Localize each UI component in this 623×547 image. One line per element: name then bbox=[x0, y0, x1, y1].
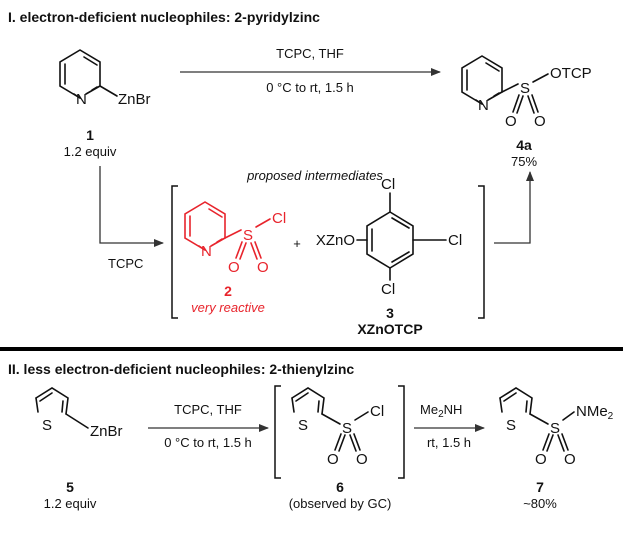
intermediate-2-n-atom: N bbox=[201, 243, 212, 260]
compound-1-equiv: 1.2 equiv bbox=[64, 144, 117, 159]
intermediate-6-o-atom-left: O bbox=[327, 451, 339, 468]
amine-conditions: rt, 1.5 h bbox=[427, 435, 471, 450]
bracket-right-1 bbox=[478, 185, 485, 319]
intermediate-6-s-ring-atom: S bbox=[298, 417, 308, 434]
intermediate-6-note: (observed by GC) bbox=[289, 496, 392, 511]
product-4a-s-atom: S bbox=[520, 80, 530, 97]
compound-5-substituent: ZnBr bbox=[90, 423, 123, 440]
compound-5-s-atom: S bbox=[42, 417, 52, 434]
plus-sign: + bbox=[293, 236, 301, 251]
product-7-number: 7 bbox=[536, 479, 544, 495]
bracket-right-2 bbox=[398, 385, 405, 479]
intermediate-2-cl-atom: Cl bbox=[272, 210, 286, 227]
intermediate-3-prefix: XZnO bbox=[316, 232, 355, 249]
intermediate-3-cl-top: Cl bbox=[381, 176, 395, 193]
intermediate-2-structure bbox=[184, 201, 271, 260]
product-7-yield: ~80% bbox=[523, 496, 557, 511]
intermediate-6-cl-atom: Cl bbox=[370, 403, 384, 420]
section2-title: II. less electron-deficient nucleophiles… bbox=[8, 361, 354, 377]
intermediate-6-o-atom-right: O bbox=[356, 451, 368, 468]
product-4a-structure bbox=[461, 55, 549, 114]
product-4a-o-atom-left: O bbox=[505, 113, 517, 130]
intermediate-2-o-atom-right: O bbox=[257, 259, 269, 276]
intermediate-2-o-atom-left: O bbox=[228, 259, 240, 276]
product-7-amine: NMe2 bbox=[576, 403, 614, 422]
intermediate-2-number: 2 bbox=[224, 283, 232, 299]
intermediate-2-s-atom: S bbox=[243, 227, 253, 244]
compound-5-number: 5 bbox=[66, 479, 74, 495]
intermediate-3-name: XZnOTCP bbox=[357, 321, 422, 337]
product-7-o-atom-right: O bbox=[564, 451, 576, 468]
intermediate-3-structure bbox=[356, 192, 447, 281]
reaction-2-conditions: 0 °C to rt, 1.5 h bbox=[164, 435, 252, 450]
intermediate-6-number: 6 bbox=[336, 479, 344, 495]
product-4a-number: 4a bbox=[516, 137, 532, 153]
bracket-left-2 bbox=[274, 385, 281, 479]
reaction-2-reagents: TCPC, THF bbox=[174, 402, 242, 417]
branch-arrow-out bbox=[494, 171, 534, 244]
branch-arrow-in bbox=[99, 166, 164, 247]
compound-5-equiv: 1.2 equiv bbox=[44, 496, 97, 511]
amine-reagent: Me2NH bbox=[420, 402, 462, 420]
product-7-s-ring-atom: S bbox=[506, 417, 516, 434]
intermediate-3-cl-bottom: Cl bbox=[381, 281, 395, 298]
compound-1-substituent: ZnBr bbox=[118, 91, 151, 108]
intermediate-3-cl-right: Cl bbox=[448, 232, 462, 249]
section1-title: I. electron-deficient nucleophiles: 2-py… bbox=[8, 9, 320, 25]
product-7-o-atom-left: O bbox=[535, 451, 547, 468]
bracket-left-1 bbox=[171, 185, 178, 319]
reaction-1-conditions: 0 °C to rt, 1.5 h bbox=[266, 80, 354, 95]
intermediate-2-note: very reactive bbox=[191, 300, 265, 315]
compound-1-structure bbox=[59, 49, 118, 99]
reaction-1-reagents: TCPC, THF bbox=[276, 46, 344, 61]
compound-1-n-atom: N bbox=[76, 91, 87, 108]
product-4a-o-atom-right: O bbox=[534, 113, 546, 130]
branch-reagent: TCPC bbox=[108, 256, 143, 271]
product-4a-substituent: OTCP bbox=[550, 65, 592, 82]
proposed-intermediates-label: proposed intermediates bbox=[246, 168, 383, 183]
product-7-structure bbox=[499, 387, 575, 452]
compound-5-structure bbox=[35, 387, 89, 429]
intermediate-3-number: 3 bbox=[386, 305, 394, 321]
intermediate-6-structure bbox=[291, 387, 369, 452]
compound-1-number: 1 bbox=[86, 127, 94, 143]
product-4a-n-atom: N bbox=[478, 97, 489, 114]
intermediate-6-s-atom: S bbox=[342, 420, 352, 437]
product-7-s-atom: S bbox=[550, 420, 560, 437]
product-4a-yield: 75% bbox=[511, 154, 537, 169]
